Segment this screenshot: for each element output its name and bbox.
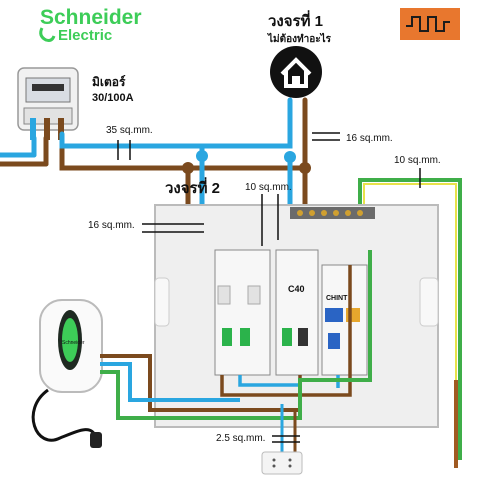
- meter-terminal-neutral: [30, 118, 36, 140]
- plug-wave-icon: [406, 16, 450, 32]
- leaf-icon: [39, 27, 56, 42]
- breaker-main-body: [214, 249, 271, 376]
- charger-cable: [31, 388, 98, 442]
- meter-rating: 30/100A: [92, 92, 134, 104]
- breaker-main-toggle-1[interactable]: [222, 328, 232, 346]
- meter-label: มิเตอร์: [92, 75, 126, 89]
- cable-labels: 35 sq.mm. 16 sq.mm. 10 sq.mm. 10 sq.mm. …: [88, 125, 441, 444]
- brand-sub: Electric: [58, 27, 112, 44]
- junction-neutral: [196, 150, 208, 162]
- breaker-c40-body: [275, 249, 319, 376]
- box-latch-right: [419, 277, 439, 327]
- brand-name: Schneider: [40, 6, 142, 29]
- label-outlet: 2.5 sq.mm.: [216, 433, 265, 444]
- rcd-brand: CHINT: [326, 295, 348, 302]
- ev-line: [100, 354, 300, 412]
- line-to-house: [59, 97, 308, 171]
- breaker-main-toggle-2[interactable]: [240, 328, 250, 346]
- terminal-bar: [290, 207, 375, 219]
- breaker-c40-rating: C40: [288, 284, 305, 294]
- consumer-unit: C40 CHINT: [154, 204, 439, 428]
- junction-line: [182, 162, 194, 174]
- label-ev-main: 16 sq.mm.: [88, 220, 135, 231]
- circuit1-subtitle: ไม่ต้องทำอะไร: [267, 32, 332, 45]
- house-circuit: วงจรที่ 1 ไม่ต้องทำอะไร: [267, 10, 332, 98]
- ev-ground: [100, 250, 372, 420]
- meter-terminal-line-out: [58, 118, 64, 140]
- breaker-c40: C40: [275, 249, 319, 376]
- circuit1-title: วงจรที่ 1: [268, 10, 323, 30]
- house-circle: [270, 46, 322, 98]
- circuit2-title: วงจรที่ 2: [165, 177, 220, 197]
- label-box-feed: 10 sq.mm.: [245, 182, 292, 193]
- breaker-main: [214, 249, 271, 376]
- label-main-feed: 35 sq.mm.: [106, 125, 153, 136]
- electric-meter: มิเตอร์ 30/100A: [17, 67, 134, 140]
- label-house-feed: 16 sq.mm.: [346, 133, 393, 144]
- ev-charger: Schneider: [31, 299, 103, 448]
- charger-label: Schneider: [62, 340, 85, 346]
- ev-neutral: [100, 362, 240, 402]
- wall-outlet: [261, 451, 303, 475]
- charger-plug: [90, 432, 102, 448]
- neutral-to-house: [59, 97, 293, 149]
- label-ground-wire: 10 sq.mm.: [394, 155, 441, 166]
- rcd-test-button[interactable]: [325, 308, 343, 322]
- box-latch-left: [154, 277, 170, 327]
- schneider-logo: Schneider Electric: [39, 6, 142, 44]
- meter-terminal-line: [44, 118, 50, 140]
- rcd-toggle[interactable]: [328, 333, 340, 349]
- rcd-chint: CHINT: [321, 264, 368, 376]
- breaker-c40-toggle[interactable]: [282, 328, 292, 346]
- meter-display: [32, 84, 64, 91]
- outlet-brand-logo: [400, 8, 460, 40]
- logo-box: [400, 8, 460, 40]
